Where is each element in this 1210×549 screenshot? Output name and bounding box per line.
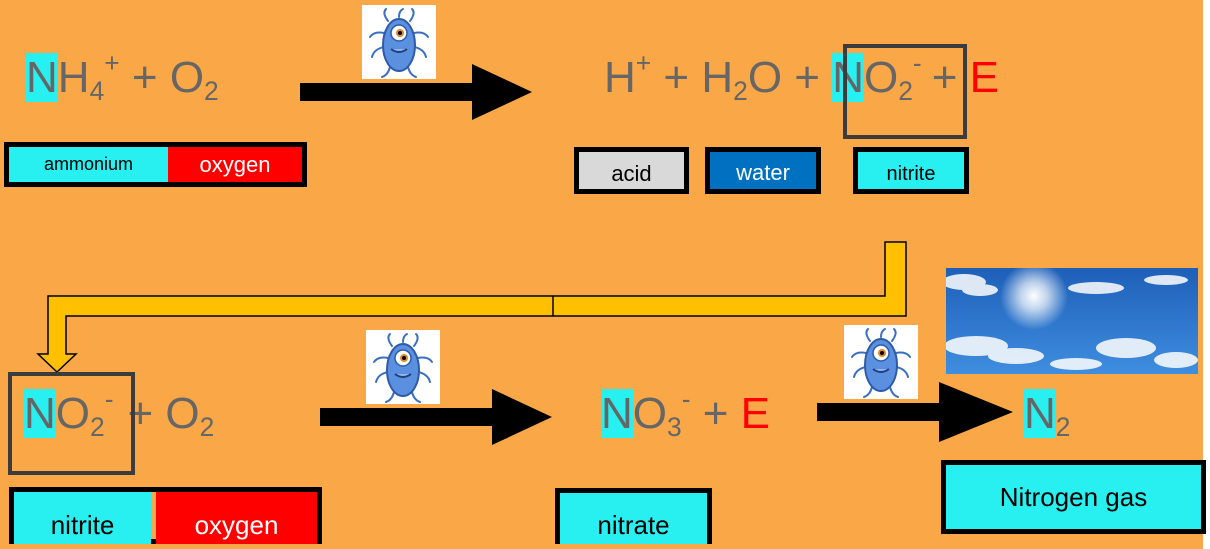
nitrite-subscript: 2 xyxy=(898,75,913,106)
nitrogen-gas-label: Nitrogen gas xyxy=(946,465,1201,529)
nitrate-charge: - xyxy=(681,384,691,415)
nitrite-highlight-box-2 xyxy=(8,372,135,475)
energy-symbol: E xyxy=(969,53,999,102)
water-label: water xyxy=(710,152,816,189)
nitrite-subscript-2: 2 xyxy=(90,411,105,442)
bacteria-icon xyxy=(366,330,440,404)
nitrite-oxygen: O xyxy=(863,53,899,102)
equation-nitrogen-gas: N2 xyxy=(1024,389,1070,440)
nitrogen-gas-subscript: 2 xyxy=(1055,411,1071,442)
nitrogen-gas-nitrogen: N xyxy=(1024,389,1056,438)
oxygen-label: oxygen xyxy=(168,147,302,182)
nitrite-charge: - xyxy=(912,48,922,79)
water-subscript: 2 xyxy=(733,75,748,106)
bacteria-icon xyxy=(362,5,436,79)
equation-nitrite-oxygen: NO2-+ O2 xyxy=(24,386,214,440)
nitrite-oxygen-2: O xyxy=(55,389,91,438)
ammonium-subscript: 4 xyxy=(89,75,105,106)
equation-products-1: H+ + H2O + NO2-+ E xyxy=(604,50,999,104)
reaction-arrow-3 xyxy=(817,382,1013,442)
connector-arrow xyxy=(36,241,907,374)
ammonium-hydrogen: H xyxy=(57,53,90,102)
nitrite-label-frame-1 xyxy=(853,147,969,194)
oxygen-subscript-2: 2 xyxy=(199,411,215,442)
ammonium-label: ammonium xyxy=(9,147,168,182)
nitrite-label-2: nitrite xyxy=(14,492,151,544)
acid-label-frame xyxy=(574,147,689,194)
nitrate-label: nitrate xyxy=(560,493,707,544)
plus-oxygen-2: + O xyxy=(127,389,200,438)
equation-nitrate-energy: NO3- + E xyxy=(601,386,771,440)
acid-charge: + xyxy=(635,48,652,79)
plus-water: + H xyxy=(651,53,734,102)
nitrate-nitrogen: N xyxy=(601,389,633,438)
label-frame-reactants-1 xyxy=(4,142,307,187)
plus-energy: + xyxy=(931,53,970,102)
ammonium-charge: + xyxy=(104,48,120,79)
acid-hydrogen: H xyxy=(604,53,636,102)
nitrite-label-1: nitrite xyxy=(858,152,964,189)
plus-oxygen: + O xyxy=(119,53,205,102)
nitrite-highlight-box xyxy=(843,44,967,139)
bacteria-icon xyxy=(844,325,918,399)
nitrite-charge-2: - xyxy=(104,384,114,415)
plus-energy-2: + xyxy=(690,389,741,438)
oxygen-label-2: oxygen xyxy=(156,492,317,544)
ammonium-nitrogen: N xyxy=(26,53,58,102)
nitrite-nitrogen-2: N xyxy=(24,389,56,438)
water-oxygen: O + xyxy=(747,53,833,102)
acid-label: acid xyxy=(579,152,684,189)
water-label-frame xyxy=(705,147,821,194)
energy-symbol-2: E xyxy=(740,389,771,438)
nitrate-oxygen: O xyxy=(632,389,668,438)
nitrite-nitrogen: N xyxy=(832,53,864,102)
equation-ammonium-oxygen: NH4+ + O2 xyxy=(26,50,219,104)
oxygen-subscript: 2 xyxy=(204,75,219,106)
sky-image xyxy=(946,268,1198,374)
nitrate-subscript: 3 xyxy=(667,411,682,442)
nitrogen-gas-label-frame xyxy=(941,460,1206,534)
reaction-arrow-1 xyxy=(300,64,532,120)
reaction-arrow-2 xyxy=(320,389,552,445)
